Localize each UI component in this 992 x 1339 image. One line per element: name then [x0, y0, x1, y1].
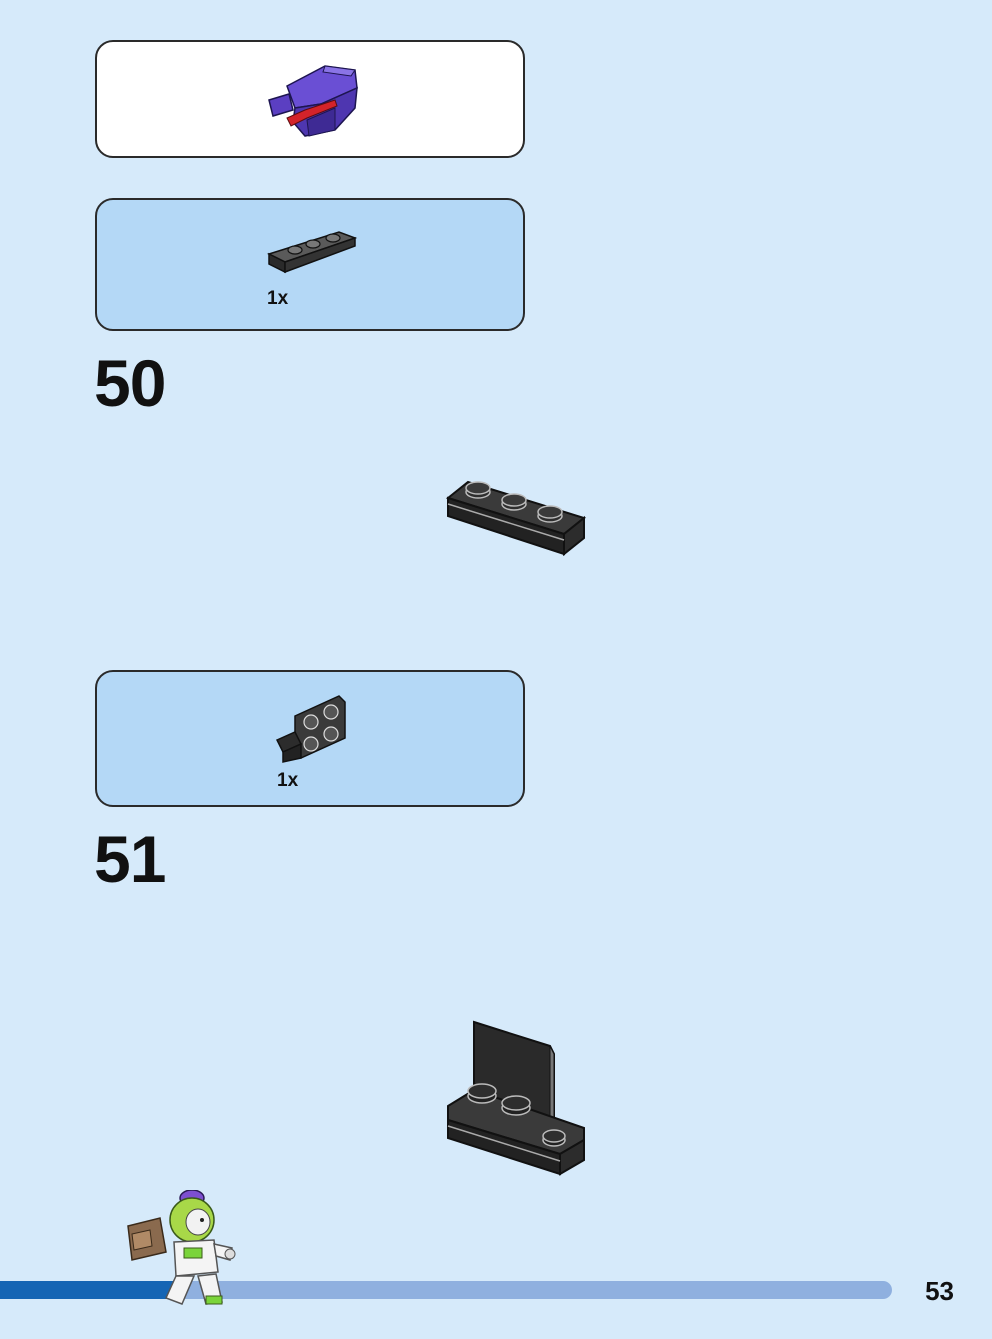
progress-bar-track — [0, 1281, 892, 1299]
purple-jetpack-icon — [268, 65, 358, 137]
space-ranger-minifigure-icon — [127, 1190, 236, 1305]
black-plate-step-illustration — [445, 480, 587, 557]
step-number-50: 50 — [94, 346, 166, 420]
part-quantity: 1x — [267, 288, 289, 309]
part-quantity: 1x — [277, 770, 299, 791]
step-number-51: 51 — [94, 822, 166, 896]
black-bracket-icon — [275, 695, 346, 763]
progress-bar-fill — [0, 1281, 178, 1299]
page-number: 53 — [925, 1276, 954, 1306]
black-bracket-step-illustration — [447, 1020, 585, 1176]
subassembly-callout — [95, 40, 525, 158]
step-51-parts-panel: 1x — [95, 670, 525, 807]
step-50-parts-panel: 1x — [95, 198, 525, 331]
black-plate-icon — [267, 231, 358, 274]
